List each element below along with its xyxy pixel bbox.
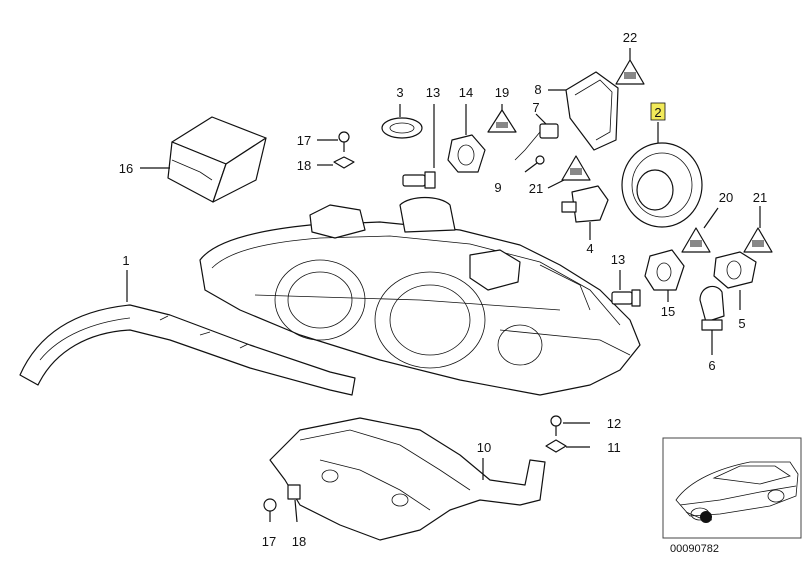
part-21-warning-label-right	[743, 206, 773, 253]
part-17-screw-upper	[317, 131, 350, 152]
callout-21-upper: 21	[529, 181, 543, 196]
part-19-warning-label	[487, 104, 517, 133]
callout-15: 15	[661, 304, 675, 319]
callout-8: 8	[534, 82, 541, 97]
callout-3: 3	[396, 85, 403, 100]
callout-22: 22	[623, 30, 637, 45]
car-sketch	[675, 461, 799, 521]
callout-labels: 1 2 3 4 5 6 7 8 9 10 11 12 13 13 14 15 1…	[119, 30, 767, 549]
part-9-screw	[524, 155, 545, 173]
callout-17-lower: 17	[262, 534, 276, 549]
headlight-housing	[199, 196, 641, 396]
part-11-clip	[545, 439, 590, 453]
callout-2: 2	[654, 105, 661, 120]
part-17-screw-lower	[263, 498, 277, 522]
part-18-clip-upper	[317, 156, 355, 169]
callout-5: 5	[738, 316, 745, 331]
part-13-bulb-upper	[402, 104, 436, 189]
part-21-warning-label-upper	[547, 155, 591, 189]
inset-reference-code: 00090782	[670, 543, 719, 555]
callout-13-upper: 13	[426, 85, 440, 100]
part-14-bulb-socket	[447, 104, 486, 173]
part-5-bulb-socket	[713, 251, 757, 310]
part-12-screw	[550, 415, 590, 436]
part-6-bulb	[699, 285, 725, 355]
callout-18-upper: 18	[297, 158, 311, 173]
part-2-cover-cap	[621, 122, 703, 228]
part-10-lower-bracket	[269, 417, 546, 541]
callout-11: 11	[607, 440, 621, 455]
callout-13-lower: 13	[611, 252, 625, 267]
callout-16: 16	[119, 161, 133, 176]
part-4-bulb	[561, 185, 609, 240]
callout-10: 10	[477, 440, 491, 455]
part-15-bulb-socket	[644, 249, 685, 302]
callout-4: 4	[586, 241, 593, 256]
callout-2-highlight	[650, 102, 666, 121]
callout-19: 19	[495, 85, 509, 100]
part-8-leveling-motor	[548, 71, 619, 151]
callout-14: 14	[459, 85, 473, 100]
callout-7: 7	[532, 100, 539, 115]
part-13-bulb-lower	[611, 270, 641, 307]
part-16-box	[140, 116, 267, 203]
part-7-connector	[514, 113, 559, 161]
callout-21-right: 21	[753, 190, 767, 205]
part-18-clip-lower	[287, 484, 301, 523]
callout-18-lower: 18	[292, 534, 306, 549]
part-3-retaining-ring	[381, 104, 423, 139]
callout-6: 6	[708, 358, 715, 373]
callout-1: 1	[122, 253, 129, 268]
part-20-warning-label	[681, 207, 719, 253]
callout-12: 12	[607, 416, 621, 431]
part-1-trim-strip	[19, 270, 356, 396]
callout-20: 20	[719, 190, 733, 205]
part-22-warning-label	[615, 48, 645, 85]
headlight-location-marker	[700, 511, 712, 523]
car-location-inset: 00090782	[662, 437, 802, 555]
callout-9: 9	[494, 180, 501, 195]
callout-17-upper: 17	[297, 133, 311, 148]
